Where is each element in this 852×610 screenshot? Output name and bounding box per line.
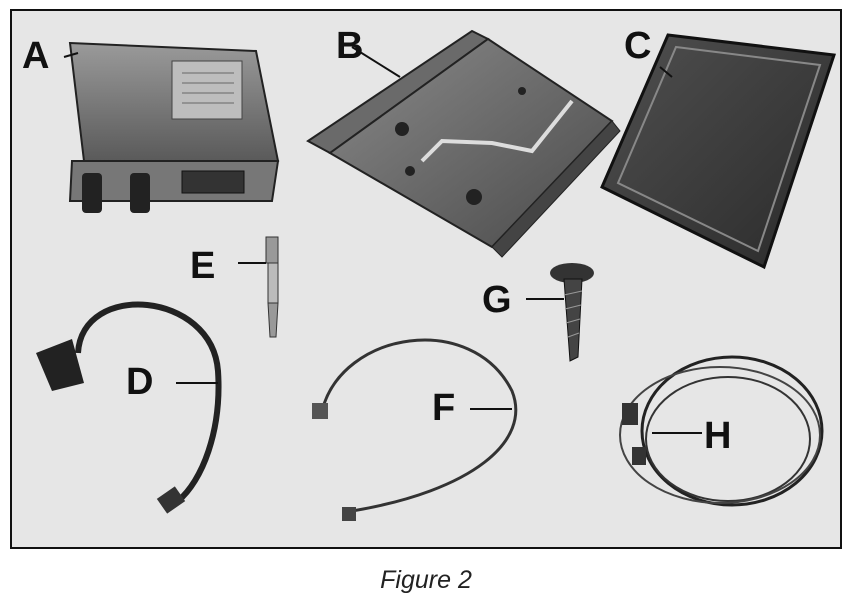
figure-caption: Figure 2: [380, 566, 472, 594]
callout-h: H: [704, 415, 732, 457]
parts-photo-art: [36, 29, 836, 521]
callout-g: G: [482, 279, 512, 321]
part-f-lead: [312, 338, 518, 521]
part-c-tray: [600, 33, 836, 270]
callout-b: B: [336, 25, 364, 67]
parts-photo: A B C D E F G H: [10, 9, 842, 549]
part-h-harness: [619, 355, 824, 507]
callout-d: D: [126, 361, 154, 403]
part-d-cable: [36, 301, 222, 514]
part-g-screw: [526, 263, 594, 362]
callout-e: E: [190, 245, 216, 287]
part-b-bracket: [306, 29, 621, 258]
part-e-terminal: [238, 236, 279, 338]
callout-a: A: [22, 35, 50, 77]
callout-c: C: [624, 25, 652, 67]
part-a-module: [63, 41, 280, 213]
callout-f: F: [432, 387, 456, 429]
